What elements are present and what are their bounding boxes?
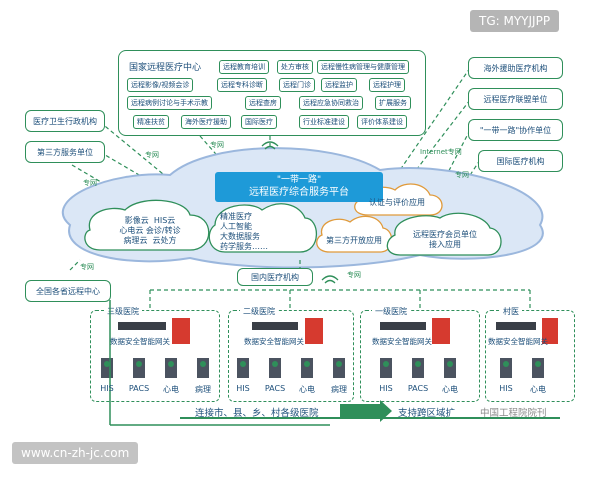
tier-1: [360, 310, 480, 402]
cloud-ecg: 心电云: [119, 226, 144, 235]
chip-eval: 评价体系建设: [357, 115, 407, 129]
tier-2-label: 二级医院: [240, 306, 278, 317]
chip-edu: 远程教育培训: [219, 60, 269, 74]
chip-outpatient: 远程门诊: [279, 78, 315, 92]
bar-right-text: 支持跨区域扩: [398, 408, 456, 419]
device-pacs-1: PACS: [407, 384, 429, 393]
chip-intl: 国际医疗: [241, 115, 277, 129]
chip-monitor: 远程监护: [321, 78, 357, 92]
platform-line2: 远程医疗综合服务平台: [249, 187, 349, 198]
cloud-precision: 精准医疗: [220, 212, 252, 221]
link-label-2: 专网: [83, 179, 97, 187]
tier-3-label: 三级医院: [104, 306, 142, 317]
chip-extend: 扩展服务: [375, 96, 411, 110]
gateway-label-2: 数据安全智能网关: [244, 337, 304, 346]
cloud-consult: 会诊/转诊: [145, 226, 181, 235]
device-his-v: HIS: [499, 384, 513, 393]
chip-nursing: 远程护理: [369, 78, 405, 92]
chip-emergency: 远程应急协同救治: [299, 96, 363, 110]
device-ecg-1: 心电: [442, 385, 458, 394]
left-box-provinces: 全国各省远程中心: [25, 280, 111, 302]
watermark-top: TG: MYYJJPP: [470, 10, 560, 32]
right-box-alliance: 远程医疗联盟单位: [468, 88, 563, 110]
cloud-left: 影像云 HIS云 心电云 会诊/转诊 病理云 云处方: [110, 216, 190, 246]
chip-specialty: 远程专科诊断: [217, 78, 267, 92]
link-label-4: 专网: [455, 171, 469, 179]
tier-village: [485, 310, 575, 402]
platform-line1: "一带一路": [276, 175, 322, 185]
right-box-intl: 国际医疗机构: [478, 150, 563, 172]
left-box-thirdparty: 第三方服务单位: [25, 141, 105, 163]
gateway-label-3: 数据安全智能网关: [110, 337, 170, 346]
cloud-ai: 人工智能: [220, 222, 252, 231]
tier-2: [228, 310, 354, 402]
cloud-bigdata: 大数据服务: [220, 232, 260, 241]
right-box-beltroad: "一带一路"协作单位: [468, 119, 563, 141]
tier-1-label: 一级医院: [372, 306, 410, 317]
chip-rx-review: 处方审核: [277, 60, 313, 74]
device-pacs-3: PACS: [128, 384, 150, 393]
device-pacs-2: PACS: [264, 384, 286, 393]
right-box-overseas: 海外援助医疗机构: [468, 57, 563, 79]
chip-rounds: 远程查房: [245, 96, 281, 110]
bar-left-text: 连接市、县、乡、村各级医院: [195, 408, 319, 419]
cloud-pharmacy: 药学服务……: [220, 242, 268, 251]
cloud-member-line1: 远程医疗会员单位: [413, 230, 477, 239]
device-his-2: HIS: [236, 384, 250, 393]
device-ecg-v: 心电: [530, 385, 546, 394]
chip-chronic: 远程慢性病管理与健康管理: [317, 60, 409, 74]
link-label-6: 专网: [80, 263, 94, 271]
tier-village-label: 村医: [500, 306, 522, 317]
cloud-third: 第三方开放应用: [326, 236, 382, 245]
cloud-pathology: 病理云: [123, 236, 148, 245]
device-ecg-2: 心电: [299, 385, 315, 394]
tier-3: [90, 310, 220, 402]
national-center-title: 国家远程医疗中心: [129, 63, 202, 73]
device-his-1: HIS: [379, 384, 393, 393]
chip-poverty: 精准扶贫: [133, 115, 169, 129]
cloud-cert: 认证与评价应用: [369, 198, 425, 207]
chip-standard: 行业标准建设: [299, 115, 349, 129]
cloud-imaging: 影像云: [124, 216, 149, 225]
left-box-admin: 医疗卫生行政机构: [25, 110, 105, 132]
cloud-mid: 精准医疗 人工智能 大数据服务 药学服务……: [220, 212, 300, 252]
device-path-2: 病理: [331, 385, 347, 394]
national-center-box: 国家远程医疗中心 远程教育培训 处方审核 远程慢性病管理与健康管理 远程影像/视…: [118, 50, 426, 136]
platform-banner: "一带一路" 远程医疗综合服务平台: [215, 172, 383, 202]
link-label-internet: Internet专网: [420, 148, 462, 156]
gateway-label-1: 数据安全智能网关: [372, 337, 432, 346]
chip-overseas: 海外医疗援助: [181, 115, 231, 129]
device-ecg-3: 心电: [163, 385, 179, 394]
watermark-bottom: www.cn-zh-jc.com: [12, 442, 139, 464]
link-label-1: 专网: [145, 151, 159, 159]
device-path-3: 病理: [195, 385, 211, 394]
link-label-3: 专网: [210, 141, 224, 149]
cloud-member: 远程医疗会员单位 接入应用: [395, 230, 495, 250]
cloud-member-line2: 接入应用: [429, 240, 461, 249]
link-label-5: 专网: [347, 271, 361, 279]
device-his-3: HIS: [100, 384, 114, 393]
gateway-label-village: 数据安全智能网关: [488, 337, 548, 346]
chip-video: 远程影像/视频会诊: [127, 78, 194, 92]
cloud-rx: 云处方: [152, 236, 177, 245]
domestic-box: 国内医疗机构: [237, 268, 313, 286]
chip-case: 远程病例讨论与手术示教: [127, 96, 212, 110]
wechat-watermark: 中国工程院院刊: [480, 408, 547, 419]
cloud-his: HIS云: [153, 216, 176, 225]
